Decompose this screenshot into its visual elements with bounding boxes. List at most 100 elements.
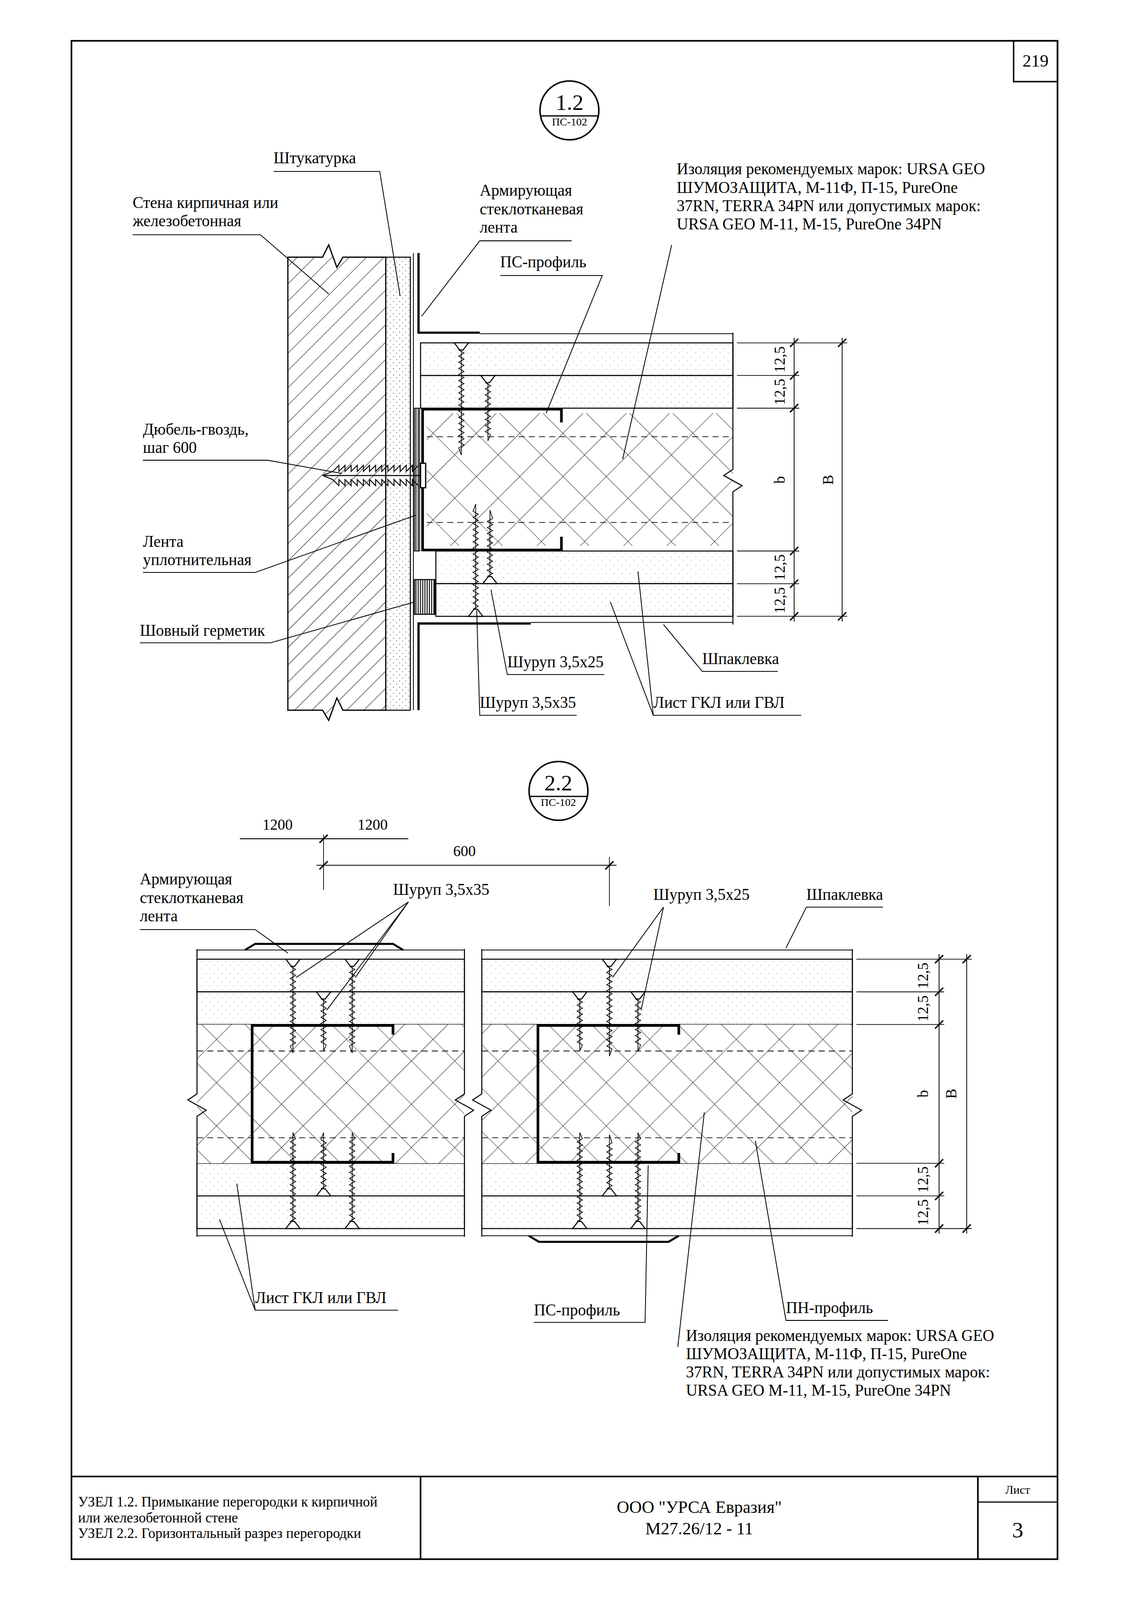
part-name: Шуруп 3,5х25 <box>653 886 750 905</box>
part-name: Шовный герметик <box>140 621 266 641</box>
screw <box>468 504 483 617</box>
extension-line <box>799 616 848 618</box>
screw <box>480 375 496 441</box>
screw <box>285 959 300 1054</box>
screw <box>316 1132 331 1197</box>
material-note: Изоляция рекомендуемых марок: URSA GEO Ш… <box>686 1327 1005 1401</box>
gypsum-board <box>197 1196 465 1230</box>
part-name: Лист ГКЛ или ГВЛ <box>653 693 785 713</box>
dimension-line <box>316 865 617 866</box>
leader-line <box>677 1112 705 1348</box>
gypsum-board <box>481 992 853 1026</box>
sealing-tape <box>414 408 420 552</box>
title-block-line <box>71 1476 1058 1479</box>
part-name: Шуруп 3,5х35 <box>392 880 490 900</box>
screw <box>285 1132 300 1229</box>
cell-text: ООО "УРСА Евразия" <box>616 1496 782 1519</box>
break-line <box>723 332 742 625</box>
dimension: 12,5 <box>772 377 788 407</box>
part-name: ПС-профиль <box>533 1301 621 1320</box>
part-name: ПС-профиль <box>500 253 587 272</box>
insulation <box>197 1024 465 1164</box>
page-number: 219 <box>1013 40 1058 82</box>
dimension: 12,5 <box>915 961 931 991</box>
screw <box>572 1132 587 1229</box>
part-name: Лист ГКЛ или ГВЛ <box>255 1289 387 1308</box>
company-cell: ООО "УРСА Евразия"М27.26/12 - 11 <box>421 1478 977 1559</box>
dowel-nail <box>332 465 419 472</box>
leader-line <box>786 907 884 949</box>
leader-line <box>142 515 416 573</box>
leader-line <box>219 1219 399 1311</box>
extension-line <box>736 375 799 377</box>
dimension: 12,5 <box>915 1166 931 1195</box>
screw <box>344 1132 360 1229</box>
marker-outline <box>528 761 588 821</box>
leader-line <box>326 902 409 1011</box>
gypsum-board <box>481 1163 853 1197</box>
leader-line <box>140 602 415 643</box>
part-name: Лента уплотнительная <box>142 532 266 570</box>
reinforcing-tape <box>418 253 480 334</box>
dimension: 12,5 <box>915 994 931 1023</box>
dimension-line <box>841 338 843 622</box>
leader-line <box>641 907 664 1011</box>
part-name: Шпаклевка <box>702 650 779 669</box>
dimension-line <box>793 338 795 622</box>
dimension: 12,5 <box>772 553 788 582</box>
dimension-tick <box>962 955 971 964</box>
leader-line <box>637 571 654 716</box>
cell-text: М27.26/12 - 11 <box>645 1518 754 1541</box>
leader-line <box>622 244 672 460</box>
gypsum-board <box>481 1196 853 1230</box>
dimension: b <box>915 1089 931 1100</box>
insulation-edge <box>426 522 733 524</box>
leader-line <box>500 275 603 414</box>
break-line <box>472 949 491 1238</box>
dowel-nail <box>322 471 333 476</box>
leader-line <box>296 902 409 979</box>
title-block-line <box>977 1476 980 1560</box>
dimension: B <box>943 1088 960 1100</box>
cell-text: 3 <box>1011 1502 1024 1559</box>
dimension: 1200 <box>261 817 294 833</box>
dimension-tick <box>319 861 328 870</box>
reinforcing-tape <box>528 1235 679 1242</box>
part-name: Стена кирпичная или железобетонная <box>132 193 317 231</box>
insulation-edge <box>426 436 733 438</box>
page-number-box <box>1013 40 1058 82</box>
part-name: Дюбель-гвоздь, шаг 600 <box>142 420 266 458</box>
dimension: 12,5 <box>915 1198 931 1227</box>
screw <box>454 343 469 456</box>
gypsum-board <box>197 959 465 993</box>
dimension-line <box>938 954 940 1235</box>
title-cell: УЗЕЛ 1.2. Примыкание перегородки к кирпи… <box>73 1478 419 1559</box>
extension-line <box>736 583 799 585</box>
brick-wall <box>287 244 386 721</box>
dimension-tick <box>962 1224 971 1234</box>
finish-layer <box>412 253 414 711</box>
dowel-nail <box>322 474 423 476</box>
marker-outline <box>540 80 600 140</box>
dowel-nail <box>322 475 333 480</box>
part-name: Шпаклевка <box>806 886 884 905</box>
node-number: 2.2 <box>544 771 573 795</box>
ps-profile <box>422 409 562 551</box>
cell-text: УЗЕЛ 1.2. Примыкание перегородки к кирпи… <box>78 1494 403 1527</box>
gypsum-board <box>197 992 465 1026</box>
insulation-edge <box>197 1137 465 1139</box>
sheet-frame <box>71 40 1058 1560</box>
gypsum-board <box>481 959 853 993</box>
leader-line <box>533 1165 649 1324</box>
drawing-lines <box>71 40 1058 1560</box>
part-name: Штукатурка <box>273 149 357 168</box>
putty-line <box>481 949 853 951</box>
title-block-line <box>419 1476 422 1560</box>
dimension-tick <box>319 834 328 844</box>
dimension-tick <box>605 861 614 870</box>
part-name: Шуруп 3,5х35 <box>479 693 577 713</box>
part-name: ПН-профиль <box>786 1299 874 1318</box>
leader-line <box>236 1183 256 1311</box>
dimension: 600 <box>452 843 477 859</box>
